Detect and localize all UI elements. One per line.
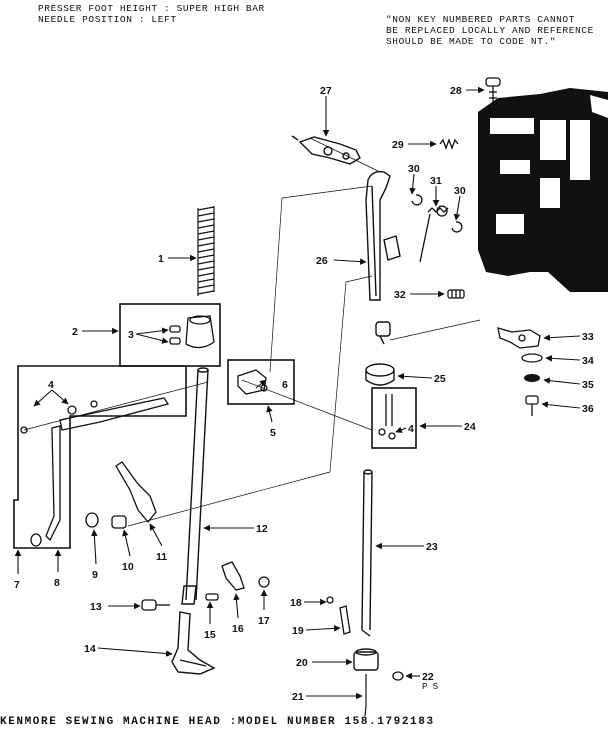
part-26-lifter bbox=[365, 170, 401, 345]
part-35-washer bbox=[524, 374, 540, 382]
callout-6: 6 bbox=[282, 379, 288, 391]
part-1-spring bbox=[197, 206, 215, 296]
callout-11: 11 bbox=[156, 551, 167, 563]
callout-24: 24 bbox=[464, 421, 476, 433]
machine-head-casting bbox=[478, 88, 608, 292]
callout-23: 23 bbox=[426, 541, 438, 553]
part-22-screw bbox=[392, 671, 404, 681]
part-24-clamp bbox=[378, 394, 396, 440]
callout-30a: 30 bbox=[408, 163, 420, 175]
callout-32: 32 bbox=[394, 289, 406, 301]
part-16-lever bbox=[221, 561, 245, 591]
callout-8: 8 bbox=[54, 577, 60, 589]
callout-16: 16 bbox=[232, 623, 244, 635]
diagram-caption: KENMORE SEWING MACHINE HEAD :MODEL NUMBE… bbox=[0, 716, 435, 728]
callout-26: 26 bbox=[316, 255, 328, 267]
callout-17: 17 bbox=[258, 615, 270, 627]
non-key-note-line-2: BE REPLACED LOCALLY AND REFERENCE bbox=[386, 25, 594, 36]
header-notes-left: PRESSER FOOT HEIGHT : SUPER HIGH BAR NEE… bbox=[38, 3, 265, 25]
callout-36: 36 bbox=[582, 403, 594, 415]
part-27-bracket bbox=[291, 135, 361, 165]
callout-33: 33 bbox=[582, 331, 594, 343]
callout-31: 31 bbox=[430, 175, 442, 187]
callout-7: 7 bbox=[14, 579, 20, 591]
callout-22: 22 bbox=[422, 671, 434, 683]
callout-3: 3 bbox=[128, 329, 134, 341]
construction-lines bbox=[23, 137, 481, 527]
part-11-tension-lever bbox=[115, 461, 157, 524]
callout-leaders bbox=[14, 86, 581, 700]
callout-28: 28 bbox=[450, 85, 462, 97]
part-14-presser-foot bbox=[171, 611, 216, 675]
part-25-collar bbox=[365, 363, 395, 386]
part-2-group-box bbox=[119, 303, 221, 367]
part-32-screw bbox=[447, 289, 465, 299]
part-34-washer bbox=[521, 353, 543, 363]
callout-13: 13 bbox=[90, 601, 102, 613]
callout-25: 25 bbox=[434, 373, 446, 385]
callout-5: 5 bbox=[270, 427, 276, 439]
part-28-screw bbox=[485, 77, 501, 106]
callout-1: 1 bbox=[158, 253, 164, 265]
part-15-screw bbox=[205, 593, 219, 601]
callout-9: 9 bbox=[92, 569, 98, 581]
part-36-screw bbox=[525, 395, 539, 416]
callout-30b: 30 bbox=[454, 185, 466, 197]
needle-position-note: NEEDLE POSITION : LEFT bbox=[38, 14, 177, 25]
part-5-group-box bbox=[227, 359, 295, 405]
non-key-note-line-3: SHOULD BE MADE TO CODE NT." bbox=[386, 36, 557, 47]
part-17-nut bbox=[258, 576, 270, 588]
callout-14: 14 bbox=[84, 643, 96, 655]
callout-34: 34 bbox=[582, 355, 594, 367]
part-8-group-outline bbox=[13, 365, 187, 549]
header-notes-right: "NON KEY NUMBERED PARTS CANNOT BE REPLAC… bbox=[386, 14, 594, 47]
callout-15: 15 bbox=[204, 629, 216, 641]
part-20-needle-clamp bbox=[353, 648, 379, 671]
callout-10: 10 bbox=[122, 561, 134, 573]
callout-4a: 4 bbox=[48, 379, 54, 391]
part-13-thumb-screw bbox=[141, 599, 170, 611]
part-29-spring bbox=[439, 138, 459, 150]
callout-29: 29 bbox=[392, 139, 404, 151]
part-24-group-box bbox=[371, 387, 417, 449]
callout-2: 2 bbox=[72, 326, 78, 338]
part-7-9-10-washers bbox=[30, 512, 127, 547]
part-3-bushing bbox=[169, 315, 215, 349]
callout-labels: 1 2 3 4 4 5 6 7 8 9 10 11 12 13 14 15 16… bbox=[14, 85, 594, 703]
callout-21: 21 bbox=[292, 691, 304, 703]
callout-12: 12 bbox=[256, 523, 268, 535]
part-31-spring bbox=[411, 194, 463, 263]
callout-20: 20 bbox=[296, 657, 308, 669]
non-key-note-line-1: "NON KEY NUMBERED PARTS CANNOT bbox=[386, 14, 576, 25]
part-19-thread-guide bbox=[326, 596, 351, 635]
part-12-presser-bar bbox=[181, 367, 209, 605]
ps-mark: P S bbox=[422, 682, 439, 692]
callout-27: 27 bbox=[320, 85, 332, 97]
callout-18: 18 bbox=[290, 597, 302, 609]
callout-35: 35 bbox=[582, 379, 594, 391]
callout-4b: 4 bbox=[408, 423, 414, 435]
part-23-needle-bar bbox=[361, 469, 373, 637]
callout-19: 19 bbox=[292, 625, 304, 637]
part-33-bracket bbox=[497, 327, 541, 349]
presser-foot-note: PRESSER FOOT HEIGHT : SUPER HIGH BAR bbox=[38, 3, 265, 14]
part-8-lever bbox=[20, 397, 170, 542]
part-21-needle bbox=[364, 674, 367, 717]
